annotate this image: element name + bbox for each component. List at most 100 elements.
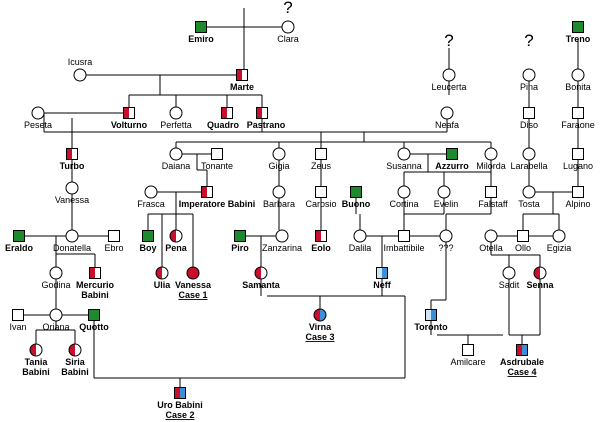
label-clara: Clara — [277, 34, 299, 44]
label-perfetta: Perfetta — [160, 120, 192, 130]
label-susanna: Susanna — [386, 161, 422, 171]
label-piro: Piro — [231, 243, 249, 253]
individual-eraldo — [13, 230, 25, 242]
individual-perfetta — [169, 106, 183, 120]
label-ivan: Ivan — [9, 322, 26, 332]
individual-boy — [142, 230, 154, 242]
individual-milorda — [484, 147, 498, 161]
individual-zeus — [315, 148, 327, 160]
individual-alpino — [572, 186, 584, 198]
individual-donatella — [65, 229, 79, 243]
individual-faraone — [572, 107, 584, 119]
individual-sadit — [502, 266, 516, 280]
individual-turbo — [66, 148, 78, 160]
label-oriana: Oriana — [42, 322, 69, 332]
label-emiro: Emiro — [188, 34, 214, 44]
label-treno: Treno — [566, 34, 591, 44]
label-ebro: Ebro — [104, 243, 123, 253]
unknown-ancestor-mark: ? — [283, 0, 292, 17]
individual-unknown — [439, 229, 453, 243]
individual-godina — [49, 266, 63, 280]
label-imperatore: Imperatore Babini — [179, 199, 256, 209]
individual-susanna — [397, 147, 411, 161]
individual-quotto — [88, 309, 100, 321]
individual-cortina — [397, 185, 411, 199]
label-siria-line1: Siria — [65, 357, 86, 367]
individual-ulia — [155, 266, 169, 280]
case-label-vanessa-case: Case 1 — [178, 290, 207, 300]
individual-azzurro — [446, 148, 458, 160]
case-label-virna: Case 3 — [305, 332, 334, 342]
label-diso: Diso — [520, 120, 538, 130]
label-gigia: Gigia — [268, 161, 289, 171]
individual-pastrano — [256, 107, 268, 119]
label-unknown: ??? — [438, 243, 453, 253]
label-toronto: Toronto — [414, 322, 448, 332]
individual-neff — [376, 267, 388, 279]
individual-volturno — [123, 107, 135, 119]
label-milorda: Milorda — [476, 161, 506, 171]
label-asdrubale: Asdrubale — [500, 357, 544, 367]
label-tonante: Tonante — [201, 161, 233, 171]
individual-vanessa-case — [186, 266, 200, 280]
label-icusra: Icusra — [68, 57, 93, 67]
label-neafa: Neafa — [435, 120, 459, 130]
individual-asdrubale — [516, 344, 528, 356]
individual-siria — [68, 343, 82, 357]
label-vanessa-case: Vanessa — [175, 280, 212, 290]
label-evelin: Evelin — [434, 199, 459, 209]
individual-amilcare — [462, 344, 474, 356]
label-marte: Marte — [230, 82, 254, 92]
label-falstaff: Falstaff — [478, 199, 508, 209]
individual-tosta — [522, 185, 536, 199]
label-alpino: Alpino — [565, 199, 590, 209]
individual-eolo — [315, 230, 327, 242]
label-quadro: Quadro — [207, 120, 240, 130]
individual-toronto — [425, 309, 437, 321]
label-neff: Neff — [373, 280, 392, 290]
label-barbara: Barbara — [263, 199, 295, 209]
label-larabella: Larabella — [510, 161, 547, 171]
individual-barbara — [272, 185, 286, 199]
individual-leucerta — [442, 68, 456, 82]
individual-neafa — [440, 106, 454, 120]
label-cortina: Cortina — [389, 199, 418, 209]
label-lugano: Lugano — [563, 161, 593, 171]
pedigree-lines — [24, 8, 579, 387]
individual-senna — [533, 266, 547, 280]
label-pena: Pena — [165, 243, 188, 253]
label-tania-line1: Tania — [25, 357, 49, 367]
label-amilcare: Amilcare — [450, 357, 485, 367]
label-zanzarina: Zanzarina — [262, 243, 302, 253]
label-otella: Otella — [479, 243, 503, 253]
pedigree-individuals — [12, 20, 585, 399]
individual-lugano — [572, 148, 584, 160]
individual-tonante — [211, 148, 223, 160]
label-boy: Boy — [139, 243, 156, 253]
individual-carosio — [315, 186, 327, 198]
label-buono: Buono — [342, 199, 371, 209]
individual-emiro — [195, 21, 207, 33]
individual-icusra — [73, 68, 87, 82]
case-label-uro: Case 2 — [165, 410, 194, 420]
label-carosio: Carosio — [305, 199, 336, 209]
label-eolo: Eolo — [311, 243, 331, 253]
individual-quadro — [221, 107, 233, 119]
label-uro: Uro Babini — [157, 400, 203, 410]
individual-imbattibile — [398, 230, 410, 242]
individual-clara — [281, 20, 295, 34]
label-samanta: Samanta — [242, 280, 281, 290]
individual-marte — [236, 69, 248, 81]
individual-pina — [522, 68, 536, 82]
label-leucerta: Leucerta — [431, 82, 466, 92]
individual-diso — [523, 107, 535, 119]
label-bonita: Bonita — [565, 82, 591, 92]
individual-otella — [484, 229, 498, 243]
individual-piro — [234, 230, 246, 242]
individual-ebro — [108, 230, 120, 242]
label-daiana: Daiana — [162, 161, 191, 171]
label-peseta: Peseta — [24, 120, 52, 130]
individual-bonita — [571, 68, 585, 82]
